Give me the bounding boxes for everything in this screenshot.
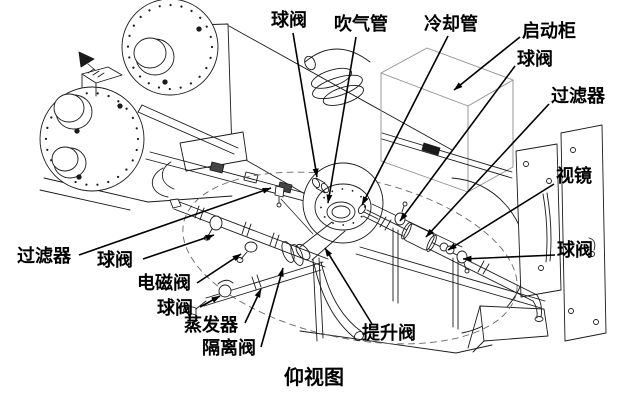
leader-ball-valve-upper-right [399, 65, 516, 222]
leader-solenoid-valve [196, 253, 242, 284]
leader-ball-valve-left-2 [199, 295, 221, 308]
label-ball-valve-left-1: 球阀 [97, 250, 133, 271]
leader-blow-pipe [326, 36, 357, 204]
figure-caption: 仰视图 [284, 365, 344, 389]
label-evaporator: 蒸发器 [184, 315, 238, 336]
starter-cabinet-box [380, 47, 514, 193]
rail-through-cabinet [381, 132, 513, 179]
left-pipe-lower [183, 241, 324, 316]
label-filter-right: 过滤器 [551, 86, 605, 107]
label-blow-pipe: 吹气管 [334, 14, 388, 35]
label-cooling-pipe: 冷却管 [424, 14, 478, 35]
label-starter-cabinet: 启动柜 [522, 21, 576, 42]
label-solenoid-valve: 电磁阀 [137, 273, 191, 294]
motor-dome-flange [302, 162, 384, 244]
leader-evaporator [244, 288, 262, 324]
machinery-drawing [39, 0, 607, 354]
ball-valve-fitting-top [311, 177, 330, 194]
leader-ball-valve-right [462, 254, 556, 262]
leader-isolation-valve [260, 267, 284, 348]
orientation-marker [78, 51, 123, 97]
frame-panels [39, 16, 453, 211]
leader-cooling-pipe [361, 35, 449, 206]
label-ball-valve-upper-right: 球阀 [517, 49, 553, 70]
leader-lines [78, 32, 556, 348]
leader-starter-cabinet [453, 36, 521, 91]
leader-filter-right [425, 103, 550, 238]
label-lift-valve: 提升阀 [362, 323, 416, 344]
leader-ball-valve-top [292, 32, 319, 178]
label-sight-glass: 视镜 [556, 166, 592, 187]
compressor-disc-lower [39, 86, 145, 192]
frame-rails [137, 104, 381, 235]
leader-filter-left [78, 187, 272, 256]
leader-ball-valve-left-1 [142, 234, 215, 260]
label-filter-left: 过滤器 [17, 246, 71, 267]
label-ball-valve-top: 球阀 [271, 10, 307, 31]
label-ball-valve-left-2: 球阀 [157, 298, 193, 319]
leader-sight-glass [447, 183, 555, 251]
compressor-disc-upper [121, 0, 219, 96]
oil-separator-top [304, 48, 371, 106]
lift-valve-elbow [295, 221, 365, 342]
leader-lift-valve [324, 247, 373, 325]
right-pipe-cooling [362, 201, 544, 322]
condenser-shell [451, 124, 607, 342]
label-ball-valve-right: 球阀 [557, 240, 593, 261]
label-isolation-valve: 隔离阀 [202, 338, 256, 359]
